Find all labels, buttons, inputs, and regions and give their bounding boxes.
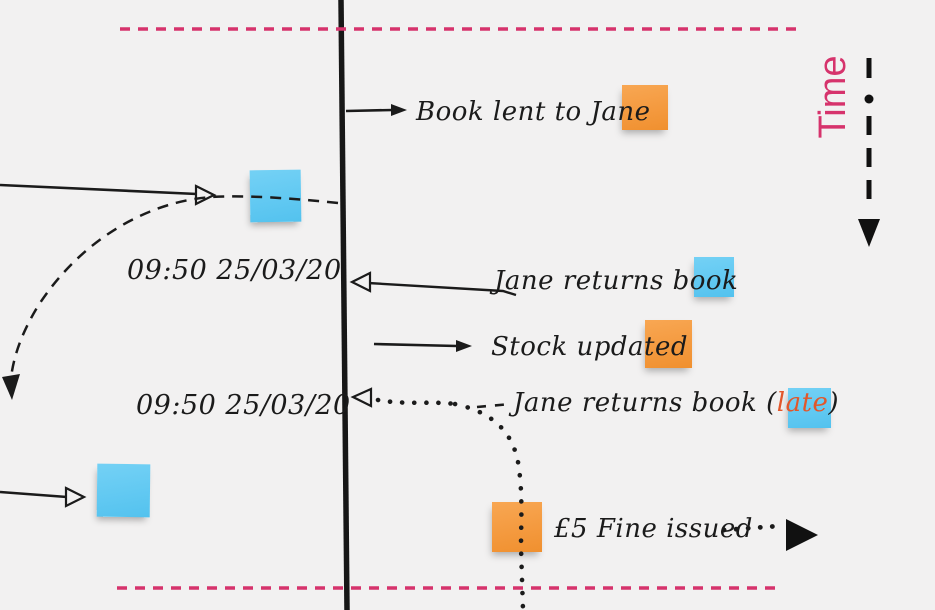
sticky-note-left-bottom[interactable] xyxy=(96,463,151,518)
time-direction-arrow xyxy=(858,58,880,247)
timestamp-late-return: 09:50 25/03/20 xyxy=(136,390,351,421)
label-jane-returns-late: Jane returns book (late) xyxy=(513,388,839,418)
timeline-line xyxy=(338,0,350,610)
arrowhead-down-icon xyxy=(858,219,880,247)
sticky-note-stock-updated[interactable] xyxy=(645,320,692,368)
open-arrowhead-left-icon xyxy=(350,387,373,408)
open-arrowhead-left-icon xyxy=(349,271,372,293)
book-lent-arrow xyxy=(345,104,407,116)
late-open-paren: ( xyxy=(766,388,777,418)
time-axis-label: Time xyxy=(811,55,854,139)
arrowhead-right-icon xyxy=(786,519,818,551)
label-jane-returns-late-text: Jane returns book xyxy=(513,388,767,418)
incoming-command-arrow-top xyxy=(0,183,217,206)
late-return-dotted-connector xyxy=(350,387,526,610)
label-fine-issued: £5 Fine issued xyxy=(554,514,753,544)
sticky-note-fine[interactable] xyxy=(492,502,542,552)
late-close-paren: ) xyxy=(828,388,840,418)
label-book-lent: Book lent to Jane xyxy=(416,97,651,127)
jane-returns-arrow xyxy=(349,271,517,297)
sticky-note-jane-returns[interactable] xyxy=(694,257,734,297)
open-arrowhead-right-icon xyxy=(64,486,87,508)
label-stock-updated: Stock updated xyxy=(491,332,689,362)
arrowhead-down-icon xyxy=(2,374,20,400)
label-jane-returns: Jane returns book xyxy=(494,266,739,296)
timestamp-first-return: 09:50 25/03/20 xyxy=(127,255,342,286)
sticky-note-late-return[interactable] xyxy=(788,388,831,428)
incoming-command-arrow-bottom xyxy=(0,486,87,508)
sticky-note-book-lent[interactable] xyxy=(622,85,668,130)
stock-updated-arrow xyxy=(373,340,472,352)
arrowhead-right-icon xyxy=(391,104,407,116)
sticky-note-first-return[interactable] xyxy=(249,169,302,223)
late-word: late xyxy=(776,388,829,418)
open-arrowhead-right-icon xyxy=(194,184,217,206)
arrowhead-right-icon xyxy=(456,340,472,352)
dashed-curve-arrow xyxy=(2,195,339,400)
